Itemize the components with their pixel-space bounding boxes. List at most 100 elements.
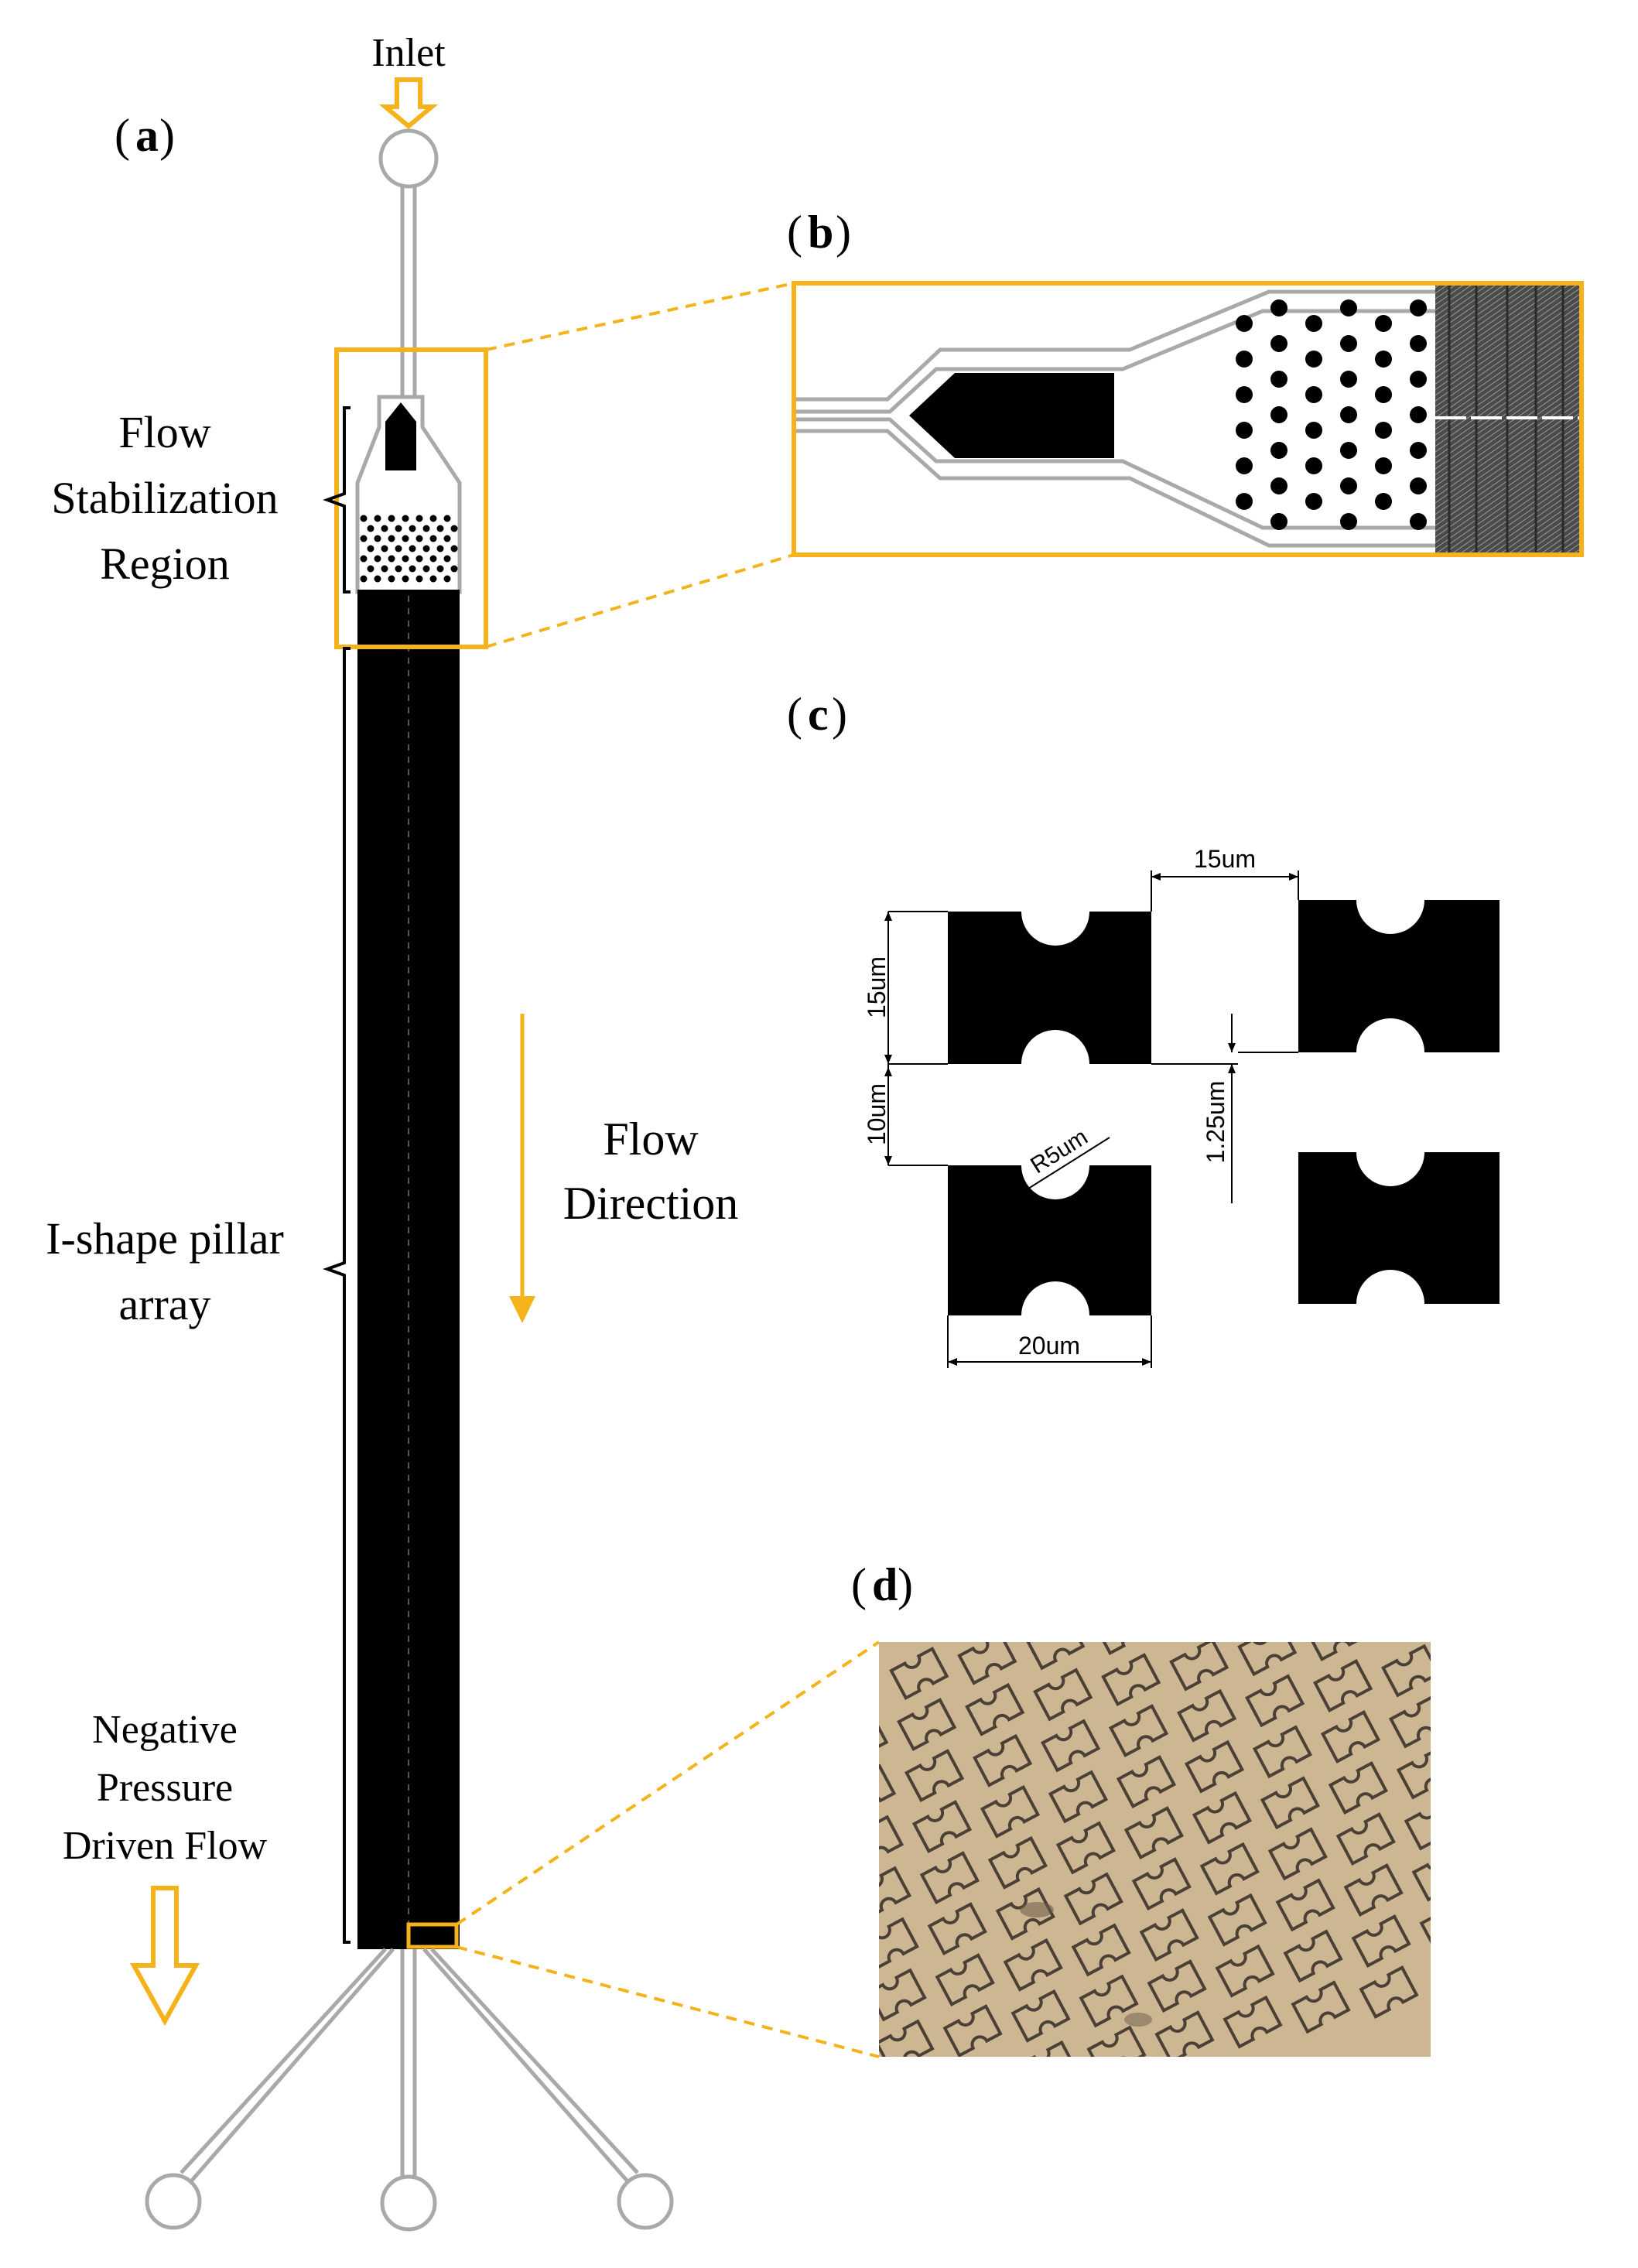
- panel-a-label-open: (: [115, 110, 130, 161]
- panel-b-pillars: [1236, 299, 1427, 530]
- micrograph-pillar: [973, 1733, 1033, 1787]
- micrograph-pillar: [980, 1784, 1041, 1839]
- stabilization-dot: [415, 535, 423, 542]
- micrograph-pillar: [1154, 2010, 1215, 2057]
- micrograph-pillar: [1207, 1893, 1267, 1947]
- stabilization-dot: [374, 555, 381, 563]
- panel-b-label-close: ): [836, 207, 851, 258]
- micrograph-pillar: [879, 1815, 904, 1869]
- stabilization-dot: [360, 535, 368, 542]
- stabilization-dot: [381, 525, 388, 532]
- zoom-line-d-bottom: [456, 1945, 880, 2058]
- micrograph-pillar: [1116, 1755, 1177, 1809]
- inlet-arrow-icon: [378, 77, 439, 129]
- panel-b-dot: [1375, 457, 1392, 474]
- stabilization-dot: [402, 535, 409, 542]
- stabilization-dot: [374, 535, 381, 542]
- panel-c-label-letter: c: [808, 689, 829, 740]
- micrograph-pillar: [942, 2004, 1003, 2057]
- micrograph-pillar: [1313, 1659, 1373, 1712]
- panel-b-dot: [1340, 299, 1357, 316]
- micrograph-pillar: [904, 1749, 965, 1803]
- panel-d: ( d ): [851, 1559, 1431, 2057]
- stabilization-dot: [402, 555, 409, 563]
- panel-b-dot: [1236, 457, 1253, 474]
- panel-b-dot: [1305, 386, 1322, 403]
- stabilization-dot: [415, 515, 423, 522]
- micrograph-pillar: [1283, 1929, 1343, 1983]
- stabilization-dot: [388, 535, 395, 542]
- micrograph-pillar: [1033, 1668, 1093, 1722]
- panel-b-dot: [1236, 351, 1253, 368]
- stabilization-dot: [436, 545, 444, 552]
- panel-b-dot: [1270, 406, 1287, 423]
- i-pillar-top-left: [948, 912, 1151, 1064]
- panel-d-label-open: (: [851, 1559, 867, 1610]
- panel-b-dot: [1305, 422, 1322, 439]
- flow-stabilization-region: [355, 395, 462, 594]
- stabilization-label-line1: Flow: [118, 407, 210, 457]
- micrograph-pillar: [1184, 1739, 1245, 1794]
- micrograph-pillar: [1388, 1695, 1431, 1749]
- panel-b-dot: [1410, 442, 1427, 459]
- zoom-line-d-top: [455, 1640, 881, 1926]
- panel-b-dot: [1270, 513, 1287, 530]
- stabilization-dot: [395, 525, 402, 532]
- micrograph-pillar: [879, 1866, 911, 1920]
- micrograph: [879, 1642, 1431, 2057]
- panel-b-dot: [1270, 442, 1287, 459]
- panel-b-dot: [1340, 371, 1357, 388]
- inlet-label: Inlet: [371, 31, 446, 75]
- stabilization-dot: [409, 545, 416, 552]
- micrograph-pillar: [927, 1902, 987, 1956]
- flow-direction-label-line2: Direction: [563, 1178, 739, 1229]
- stabilization-dot: [395, 545, 402, 552]
- micrograph-pillar: [1048, 1770, 1109, 1824]
- dimension-arrows: [884, 873, 1298, 1366]
- stabilization-dot: [422, 525, 430, 532]
- panel-b-dot: [1410, 335, 1427, 352]
- stabilization-dot: [429, 535, 437, 542]
- micrograph-pillar: [995, 1887, 1055, 1941]
- panel-b-dot: [1375, 493, 1392, 510]
- panel-a-label-letter: a: [135, 110, 159, 161]
- zoom-line-b-bottom: [485, 553, 795, 648]
- micrograph-pillar: [1003, 1938, 1063, 1992]
- micrograph-pillar: [911, 1800, 973, 1854]
- micrograph-pillar: [1071, 1923, 1131, 1977]
- panel-b-dot: [1410, 299, 1427, 316]
- micrograph-pillar: [1010, 1989, 1071, 2043]
- stabilization-dot: [443, 575, 451, 583]
- panel-b-channel-walls: [794, 289, 1435, 548]
- micrograph-pillar: [1169, 1642, 1229, 1692]
- micrograph-pillar: [1139, 1908, 1199, 1962]
- stabilization-dot: [374, 515, 381, 522]
- micrograph-pillar: [879, 2019, 935, 2057]
- stabilization-dot: [360, 515, 368, 522]
- dim-height-15um: 15um: [863, 956, 891, 1018]
- dim-top-15um: 15um: [1194, 845, 1256, 873]
- panel-b-dot: [1305, 457, 1322, 474]
- panel-b-dot: [1236, 315, 1253, 332]
- panel-b-dot: [1375, 422, 1392, 439]
- stabilization-dot: [422, 565, 430, 573]
- zoom-box-d: [406, 1922, 459, 1949]
- stabilization-dot: [374, 575, 381, 583]
- panel-a: ( a ) Inlet: [46, 31, 881, 2232]
- panel-b-label-open: (: [787, 207, 802, 258]
- panel-b-dot: [1410, 513, 1427, 530]
- dim-offset-1-25um: 1.25um: [1202, 1081, 1229, 1164]
- micrograph-pillar: [1381, 1644, 1431, 1698]
- panel-b-dot: [1340, 406, 1357, 423]
- panel-d-label-close: ): [898, 1559, 913, 1610]
- dimension-lines: [887, 871, 1299, 1368]
- stabilization-dot: [402, 575, 409, 583]
- stabilization-dot: [409, 525, 416, 532]
- micrograph-pillar: [1291, 1980, 1351, 2034]
- micrograph-pillar: [1192, 1791, 1252, 1845]
- hollow-arrow-icon: [129, 1886, 200, 2027]
- stabilization-block: [385, 402, 416, 470]
- stabilization-dot: [450, 525, 458, 532]
- stabilization-dot: [388, 575, 395, 583]
